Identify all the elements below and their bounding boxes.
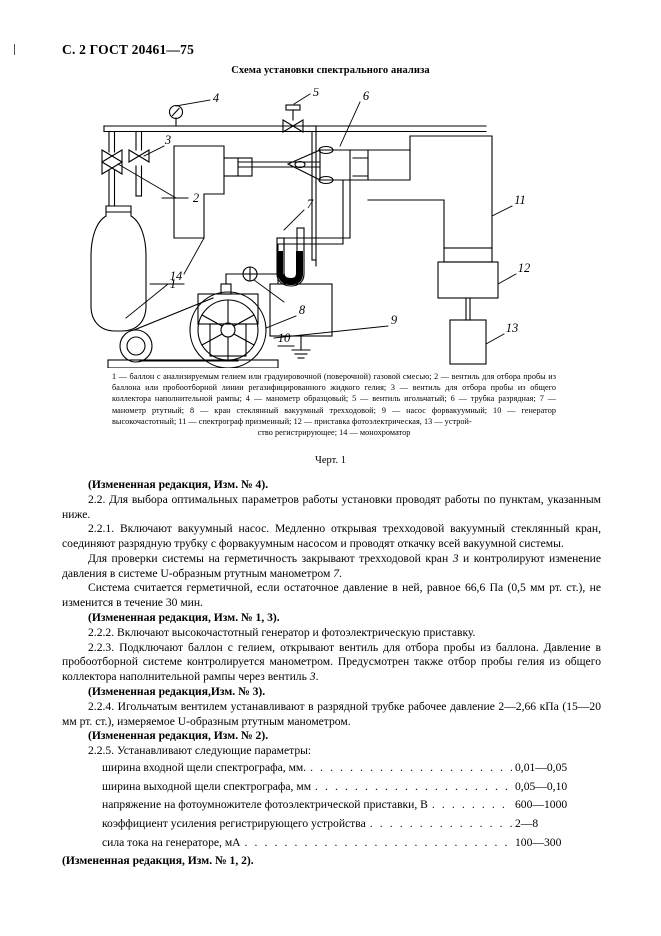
parameter-name: сила тока на генераторе, мА [102,835,241,849]
parameter-name: напряжение на фотоумножителе фотоэлектри… [102,798,428,812]
discharge-feed-pipe [305,125,317,267]
callout-14: 14 [170,269,183,283]
leak-check-text-mid: и контролируют изменение давления в сист… [62,551,601,580]
clause-2-2: 2.2. Для выбора оптимальных параметров р… [62,492,601,521]
dot-leader: . . . . . . . . . . . . . . . . . . . . … [310,760,512,774]
dot-leader: . . . . . . . . . . . . . . . . . . . . … [369,817,512,831]
parameter-row: напряжение на фотоумножителе фотоэлектри… [62,796,601,815]
valve-3-symbol [128,149,150,163]
callout-2: 2 [193,191,199,205]
photoelectric-attachment-12 [437,261,499,321]
note-izm-1-3: (Измененная редакция, Изм. № 1, 3). [88,611,280,625]
leak-check-text-end: . [339,566,342,580]
electrode-leads [277,149,351,285]
cylinder-branch-pipe [108,130,116,207]
ref-valve-3: 3 [452,551,459,565]
stopcock-8 [242,266,278,282]
page-folio: С. 2 ГОСТ 20461—75 [62,42,195,57]
callout-5: 5 [313,88,319,99]
mercury-manometer-7 [276,227,305,287]
schematic-diagram: 1 2 3 4 5 6 7 8 9 10 11 12 13 14 [88,88,588,368]
clause-2-2-4: 2.2.4. Игольчатым вентилем устанавливают… [62,699,601,728]
figure-legend: 1 — баллон с анализируемым гелием или гр… [112,371,556,438]
recording-device-13 [449,319,487,365]
vacuum-pump-9 [107,273,279,368]
dot-leader: . . . . . . . . . . . . . . . . . . . . … [244,835,512,849]
parameter-row: сила тока на генераторе, мА . . . . . . … [62,834,601,853]
callout-3: 3 [164,133,171,147]
callout-8: 8 [299,303,306,317]
clause-2-2-1-first: 2.2.1. Включают вакуумный насос. Медленн… [62,522,601,551]
figure-title: Схема установки спектрального анализа [231,65,430,76]
parameter-value: 100—300 [515,835,562,849]
dot-leader: . . . . . . . . . . . . . . . . . . . . … [431,798,512,812]
callout-leaders [117,93,517,345]
parameter-row: ширина выходной щели спектрографа, мм . … [62,778,601,797]
discharge-tube-6 [237,145,399,185]
document-body: (Измененная редакция, Изм. № 4). 2.2. Дл… [62,478,601,870]
needle-valve-5 [282,104,304,133]
clause-2-2-3: 2.2.3. Подключают баллон с гелием, откры… [62,641,601,685]
callout-7: 7 [307,197,314,211]
parameter-row: ширина входной щели спектрографа, мм. . … [62,759,601,778]
page-edge-mark [14,44,15,55]
parameter-value: 0,01—0,05 [515,760,568,774]
clause-2-2-3-end: . [315,670,319,684]
gas-cylinder-1 [90,205,147,332]
hf-generator-10 [269,283,333,359]
callout-6: 6 [363,89,370,103]
parameter-name: ширина входной щели спектрографа, мм. [102,760,307,774]
parameter-value: 0,05—0,10 [515,779,568,793]
clause-2-2-5: 2.2.5. Устанавливают следующие параметры… [88,744,312,758]
callout-11: 11 [514,193,526,207]
callout-9: 9 [391,313,398,327]
parameter-name: коэффициент усиления регистрирующего уст… [102,817,366,831]
valve-2-symbol [101,149,123,175]
gas-manifold-pipe [103,125,487,133]
parameter-value: 600—1000 [515,798,568,812]
dot-leader: . . . . . . . . . . . . . . . . . . . . … [315,779,512,793]
parameter-name: ширина выходной щели спектрографа, мм [102,779,312,793]
callout-10: 10 [278,331,291,345]
parameter-row: коэффициент усиления регистрирующего уст… [62,815,601,834]
ground-symbol [291,349,311,359]
note-izm-3: (Измененная редакция,Изм. № 3). [88,684,266,698]
flywheel-spokes [201,299,255,361]
clause-2-2-2: 2.2.2. Включают высокочастотный генерато… [88,625,476,639]
ref-manometer-7: 7 [333,566,340,580]
callout-13: 13 [506,321,519,335]
legend-body: 1 — баллон с анализируемым гелием или гр… [112,372,556,426]
callout-12: 12 [518,261,531,275]
leak-check-text-pre: Для проверки системы на герметичность за… [88,551,453,565]
collector-branch-pipe [135,130,143,197]
note-izm-1-2: (Измененная редакция, Изм. № 1, 2). [62,853,254,867]
monochromator-14 [173,145,253,239]
legend-last-line: ство регистрирующее; 14 — монохроматор [257,428,411,438]
clause-2-2-3-text: 2.2.3. Подключают баллон с гелием, откры… [62,640,601,684]
pressure-gauge-4 [168,104,184,127]
spectrograph-11 [352,135,493,263]
note-izm-4: (Измененная редакция, Изм. № 4). [88,478,269,491]
parameter-value: 2—8 [515,817,539,831]
parameter-list: ширина входной щели спектрографа, мм. . … [62,759,601,853]
callout-4: 4 [213,91,219,105]
page-header: С. 2 ГОСТ 20461—75 [0,42,661,58]
clause-2-2-1-second: Для проверки системы на герметичность за… [62,552,601,582]
clause-2-2-1-third: Система считается герметичной, если оста… [62,581,601,610]
note-izm-2: (Измененная редакция, Изм. № 2). [88,729,269,743]
ref-valve-3-second: 3 [309,670,316,684]
figure-number: Черт. 1 [315,455,346,466]
